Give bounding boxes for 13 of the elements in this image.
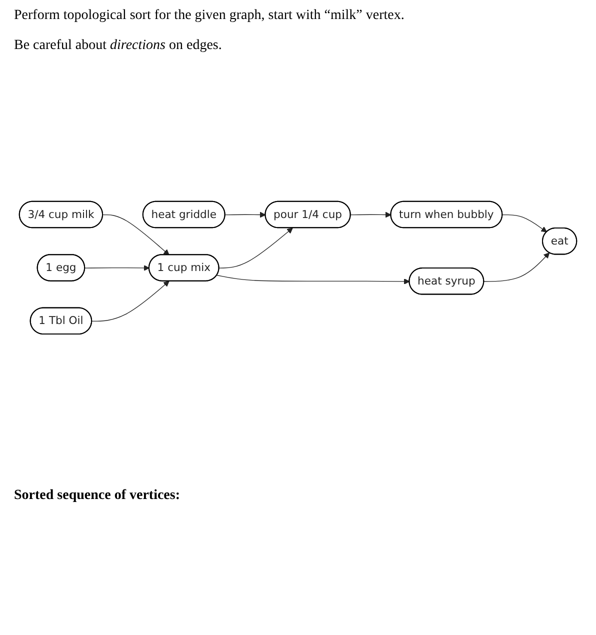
arrow [216,275,410,285]
arrow [218,228,293,269]
arrow [84,265,150,272]
arrow [102,214,170,256]
arrow [224,212,266,218]
answer-prompt: Sorted sequence of vertices: [14,488,182,504]
arrow [502,214,548,233]
arrow [92,281,170,322]
instruction-text: Perform topological sort for the given graph, start with “milk” vertex. [14,8,406,24]
arrow [484,252,550,282]
graph-drawing: 3/4 cup milk heat griddle 1 egg 1 cup mix pour 1/4 cup 1 Tbl Oil turn when bubbly heat syrup eat [14,196,582,340]
instruction-text: Be careful about directions on edges. [14,38,223,54]
arrow [350,212,392,218]
